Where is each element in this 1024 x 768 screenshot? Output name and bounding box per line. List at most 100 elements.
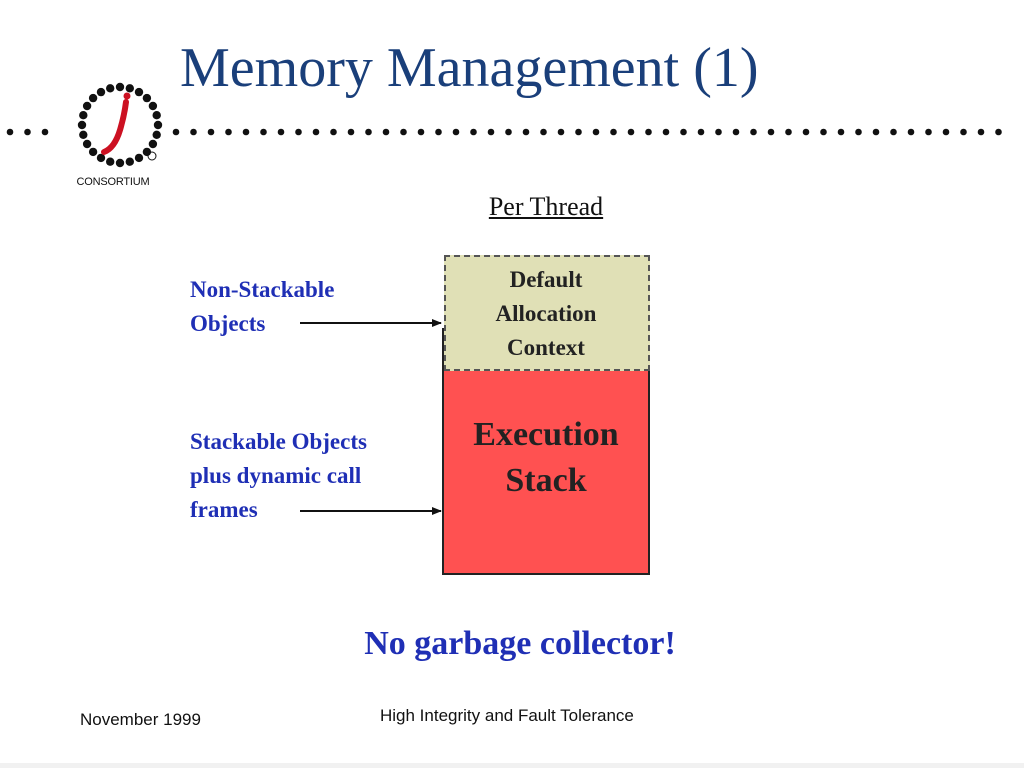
logo-ring-dot: [96, 153, 106, 163]
dotted-divider: [6, 128, 1002, 136]
divider-dot: [505, 128, 512, 136]
divider-dot: [417, 128, 425, 136]
divider-dot: [207, 128, 215, 136]
divider-dot: [41, 128, 49, 136]
stackable-objects-label: Stackable Objects plus dynamic call fram…: [190, 425, 367, 527]
non-stackable-line-1: Non-Stackable: [190, 277, 335, 302]
per-thread-heading: Per Thread: [488, 192, 604, 221]
divider-dot: [907, 128, 915, 136]
divider-dot: [802, 128, 810, 136]
divider-dot: [277, 128, 285, 136]
divider-dot: [295, 128, 302, 136]
logo-ring-dot: [96, 87, 106, 97]
logo-ring-dot: [82, 139, 92, 149]
logo-ring-dot: [148, 139, 158, 149]
logo-ring-dot: [148, 101, 158, 111]
divider-dot: [767, 128, 775, 136]
divider-dot: [24, 128, 31, 136]
logo-ring-dot: [115, 82, 125, 92]
divider-dot: [347, 128, 355, 136]
bottom-rule: [0, 763, 1024, 768]
stackable-line-2: plus dynamic call: [190, 463, 362, 488]
divider-dot: [872, 128, 880, 136]
logo-ring-dot: [88, 147, 98, 157]
logo-ring-dot: [125, 84, 134, 93]
divider-dot: [627, 128, 635, 136]
logo-ring-dot: [77, 120, 87, 130]
no-garbage-collector-note: No garbage collector!: [364, 625, 676, 662]
execution-stack-line-2: Stack: [505, 462, 587, 499]
divider-dot: [312, 128, 320, 136]
j-consortium-logo: [70, 80, 170, 190]
divider-dot: [855, 128, 862, 136]
context-line-2: Allocation: [495, 301, 597, 326]
divider-dot: [662, 128, 670, 136]
logo-ring-dot: [134, 87, 144, 97]
divider-dot: [995, 128, 1002, 136]
logo-ring-dot: [88, 93, 98, 103]
divider-dot: [190, 128, 197, 136]
context-line-3: Context: [507, 335, 585, 360]
logo-ring-dot: [142, 147, 152, 157]
divider-dot: [890, 128, 897, 136]
logo-ring-dot: [152, 111, 161, 120]
non-stackable-line-2: Objects: [190, 311, 266, 336]
divider-dot: [960, 128, 967, 136]
divider-dot: [785, 128, 792, 136]
stackable-line-1: Stackable Objects: [190, 429, 367, 454]
logo-ring-dot: [134, 153, 144, 163]
logo-ring-dot: [106, 157, 115, 166]
divider-dot: [942, 128, 950, 136]
logo-ring-icon: [77, 82, 163, 168]
logo-ring-dot: [125, 157, 134, 166]
divider-dot: [365, 128, 372, 136]
divider-dot: [592, 128, 600, 136]
divider-dot: [522, 128, 530, 136]
divider-dot: [6, 128, 14, 136]
logo-text: CONSORTIUM: [76, 176, 150, 188]
divider-dot: [575, 128, 582, 136]
divider-dot: [172, 128, 180, 136]
logo-ring-dot: [106, 84, 115, 93]
divider-dot: [820, 128, 827, 136]
divider-dot: [470, 128, 477, 136]
divider-dot: [610, 128, 617, 136]
slide-title: Memory Management (1): [180, 37, 759, 99]
execution-stack-label: Execution Stack: [444, 412, 648, 504]
logo-ring-dot: [82, 101, 92, 111]
divider-dot: [435, 128, 442, 136]
divider-dot: [487, 128, 495, 136]
divider-dot: [400, 128, 407, 136]
divider-dot: [540, 128, 547, 136]
logo-ring-dot: [153, 120, 163, 130]
logo-ring-dot: [79, 111, 88, 120]
divider-dot: [382, 128, 390, 136]
logo-ring-dot: [79, 130, 88, 139]
footer-date: November 1999: [80, 710, 201, 729]
divider-dot: [977, 128, 985, 136]
divider-dot: [680, 128, 687, 136]
divider-dot: [697, 128, 705, 136]
divider-dot: [452, 128, 460, 136]
logo-ring-dot: [152, 130, 161, 139]
divider-dot: [260, 128, 267, 136]
default-allocation-context-label: Default Allocation Context: [444, 263, 648, 365]
divider-dot: [732, 128, 740, 136]
divider-dot: [837, 128, 845, 136]
divider-dot: [557, 128, 565, 136]
default-allocation-context-box: [444, 255, 650, 371]
divider-dot: [225, 128, 232, 136]
non-stackable-objects-label: Non-Stackable Objects: [190, 273, 334, 341]
divider-dot: [750, 128, 757, 136]
logo-ring-dot: [142, 93, 152, 103]
footer-title: High Integrity and Fault Tolerance: [380, 706, 634, 725]
stackable-line-3: frames: [190, 497, 258, 522]
divider-dot: [242, 128, 250, 136]
execution-stack-line-1: Execution: [473, 416, 619, 453]
context-line-1: Default: [509, 267, 583, 292]
divider-dot: [330, 128, 337, 136]
divider-dot: [925, 128, 932, 136]
divider-dot: [715, 128, 722, 136]
logo-ring-dot: [115, 158, 125, 168]
